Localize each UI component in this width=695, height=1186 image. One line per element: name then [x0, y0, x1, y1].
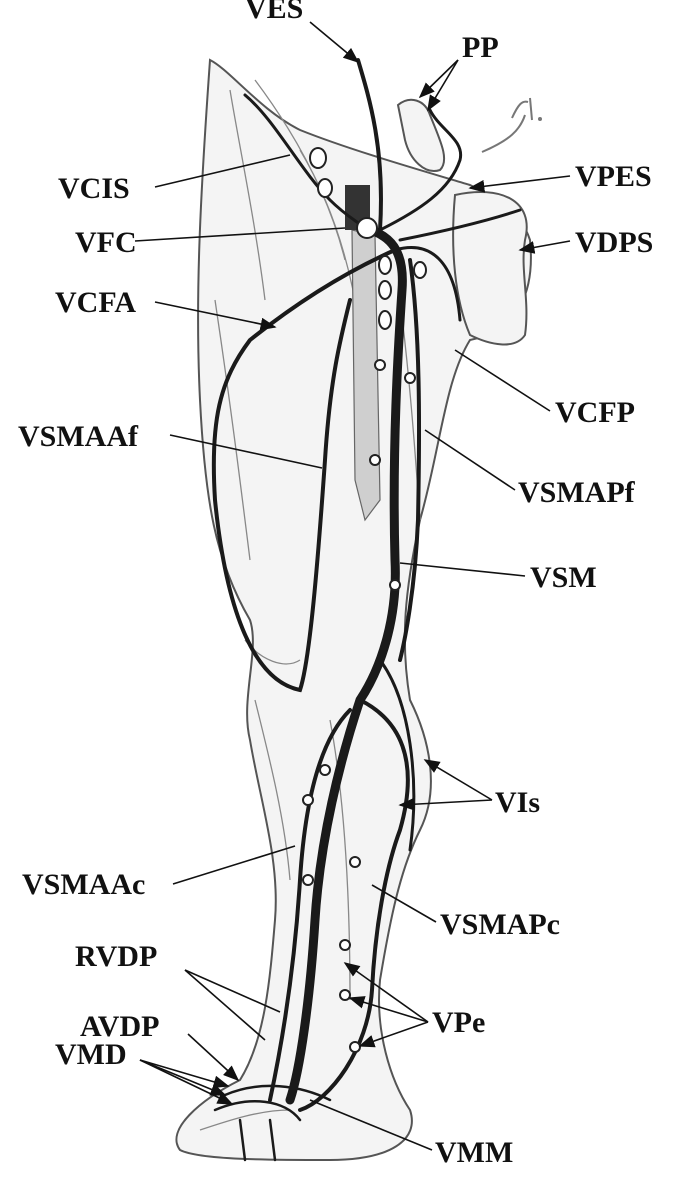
posterior-accessory-vein-thigh: [398, 258, 422, 662]
labels: VES PP VPES VCIS VFC VDPS VCFA VCFP VSMA…: [18, 0, 653, 1169]
label-vsmaaf: VSMAAf: [18, 420, 139, 453]
label-vcfp: VCFP: [555, 396, 635, 429]
label-vis: VIs: [495, 786, 540, 819]
label-vsmaac: VSMAAc: [22, 868, 145, 901]
label-avdp: AVDP: [80, 1010, 159, 1043]
label-vcis: VCIS: [58, 172, 130, 205]
leader-lines: [134, 21, 571, 1151]
label-vcfa: VCFA: [55, 286, 136, 319]
external-pudendal-veins: [378, 108, 522, 322]
scrotum-outline: [452, 191, 528, 346]
label-vpes: VPES: [575, 160, 652, 193]
sartorius-hatched-band: [351, 229, 381, 522]
superficial-epigastric-vein: [356, 58, 383, 232]
accessory-veins-leg: [268, 698, 410, 1112]
thigh-muscle-lines: [199, 79, 421, 1131]
label-pp: PP: [462, 31, 499, 64]
label-vsm: VSM: [530, 561, 597, 594]
saphenofemoral-junction: [356, 217, 378, 239]
label-vpe: VPe: [432, 1006, 485, 1039]
label-vsmapf: VSMAPf: [518, 476, 636, 509]
label-vdps: VDPS: [575, 226, 653, 259]
leg-outline: [175, 58, 532, 1162]
label-vsmapc: VSMAPc: [440, 908, 560, 941]
label-vmd: VMD: [55, 1038, 127, 1071]
label-vmm: VMM: [435, 1136, 513, 1169]
label-ves: VES: [245, 0, 303, 25]
label-rvdp: RVDP: [75, 940, 157, 973]
great-saphenous-vein: [285, 223, 407, 1105]
dorsal-venous-arch: [213, 1084, 332, 1162]
perforator-veins-leg: [378, 658, 416, 852]
label-vfc: VFC: [75, 226, 137, 259]
artist-signature: [481, 97, 542, 153]
penis-outline: [396, 98, 446, 172]
veins: [211, 58, 522, 1162]
venous-valves: [302, 147, 427, 1053]
